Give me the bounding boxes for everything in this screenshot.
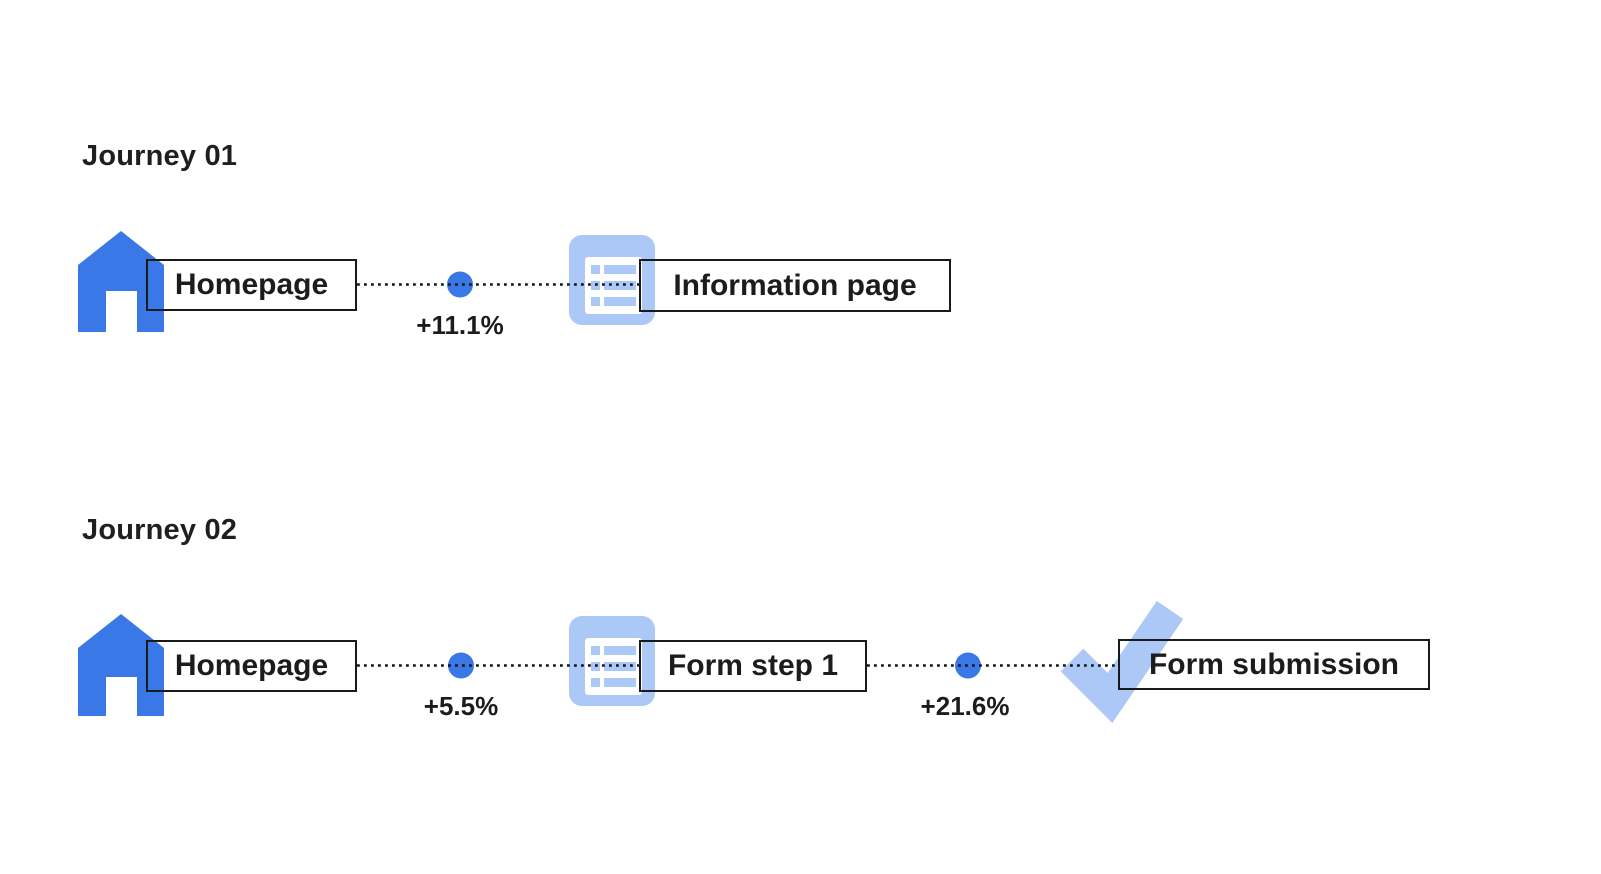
node-label: Homepage (174, 649, 329, 682)
node-box-form-step-1: Form step 1 (639, 640, 867, 692)
journey-01-title: Journey 01 (82, 140, 238, 172)
connector-dot (447, 271, 473, 298)
journey-02-title: Journey 02 (82, 514, 238, 546)
node-label: Form submission (1148, 647, 1400, 681)
node-box-homepage: Homepage (146, 259, 357, 311)
home-icon (78, 231, 164, 332)
list-page-icon (569, 235, 655, 325)
node-label: Homepage (174, 268, 329, 301)
node-label: Form step 1 (667, 649, 839, 682)
conversion-delta-label: +5.5% (423, 691, 499, 721)
node-box-form-submission: Form submission (1118, 639, 1430, 690)
connector-dot (955, 652, 981, 679)
conversion-delta-label: +21.6% (920, 691, 1010, 721)
list-page-icon (569, 616, 655, 706)
node-label: Information page (673, 268, 917, 302)
connector-dot (448, 652, 474, 679)
conversion-delta-label: +11.1% (416, 310, 504, 340)
node-box-homepage: Homepage (146, 640, 357, 692)
node-box-information-page: Information page (639, 259, 951, 312)
home-icon (78, 614, 164, 716)
